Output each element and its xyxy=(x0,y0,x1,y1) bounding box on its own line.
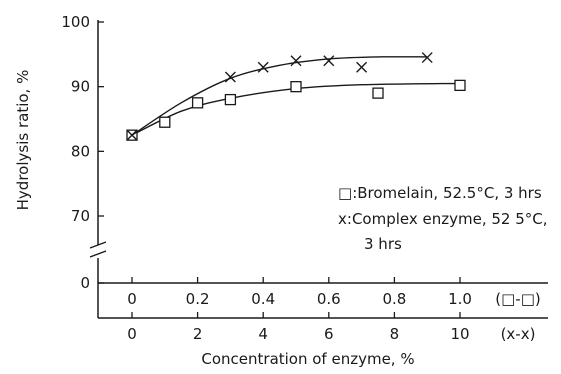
legend-item-complex-continued: 3 hrs xyxy=(364,235,402,253)
y-zero-label: 0 xyxy=(80,274,90,292)
x-tick-label: 10 xyxy=(450,325,469,343)
x-tick-label: 0 xyxy=(127,325,137,343)
x-tick-label: 0.8 xyxy=(382,290,406,308)
x-tick-label: 0 xyxy=(127,290,137,308)
x-tick-label: 1.0 xyxy=(448,290,472,308)
axis-break-mark-lower xyxy=(89,250,107,258)
series-complex-point xyxy=(323,55,335,67)
x-ticks-complex: 0 2 4 6 8 10 xyxy=(127,312,470,343)
y-tick-label: 80 xyxy=(71,142,90,160)
series-complex-point xyxy=(126,129,138,141)
x-axis-bromelain-unit: (□-□) xyxy=(495,290,540,308)
series-bromelain-point xyxy=(224,93,237,106)
legend-item-bromelain: □:Bromelain, 52.5°C, 3 hrs xyxy=(338,184,542,202)
x-tick-label: 6 xyxy=(324,325,334,343)
series-bromelain-curve xyxy=(131,82,461,136)
series-complex-point xyxy=(257,61,269,73)
legend-item-complex: x:Complex enzyme, 52 5°C, xyxy=(338,210,548,228)
y-axis-label: Hydrolysis ratio, % xyxy=(14,70,32,211)
x-tick-label: 0.4 xyxy=(251,290,275,308)
series-bromelain-point xyxy=(372,87,384,99)
y-tick-label: 90 xyxy=(71,78,90,96)
legend-symbol-square: □ xyxy=(338,184,352,202)
y-ticks: 70 80 90 100 xyxy=(61,13,104,225)
axis-break-mark-upper xyxy=(89,241,107,249)
x-axis-complex-unit: (x-x) xyxy=(501,325,536,343)
series-complex-point xyxy=(356,61,368,73)
series-complex-point xyxy=(290,55,302,67)
x-tick-label: 0.2 xyxy=(186,290,210,308)
x-tick-label: 0.6 xyxy=(317,290,341,308)
x-tick-label: 8 xyxy=(390,325,400,343)
series-complex-point xyxy=(421,52,433,64)
x-ticks-bromelain: 0 0.2 0.4 0.6 0.8 1.0 xyxy=(127,277,472,308)
x-tick-label: 4 xyxy=(258,325,268,343)
series-complex-curve xyxy=(131,56,428,136)
axis-break xyxy=(89,241,107,258)
legend: □:Bromelain, 52.5°C, 3 hrs x:Complex enz… xyxy=(338,184,548,253)
plot-area xyxy=(126,52,466,141)
legend-text-complex: :Complex enzyme, 52 5°C, xyxy=(347,210,548,228)
series-bromelain-point xyxy=(159,116,171,128)
x-axis-label: Concentration of enzyme, % xyxy=(201,350,414,368)
x-tick-label: 2 xyxy=(193,325,203,343)
series-bromelain-point xyxy=(454,79,466,92)
series-bromelain-point xyxy=(191,97,204,109)
series-complex-point xyxy=(224,71,236,83)
y-tick-label: 70 xyxy=(71,207,90,225)
legend-symbol-x: x xyxy=(338,210,347,228)
y-tick-label: 100 xyxy=(61,13,90,31)
legend-text-bromelain: :Bromelain, 52.5°C, 3 hrs xyxy=(352,184,542,202)
series-bromelain-point xyxy=(290,81,302,93)
